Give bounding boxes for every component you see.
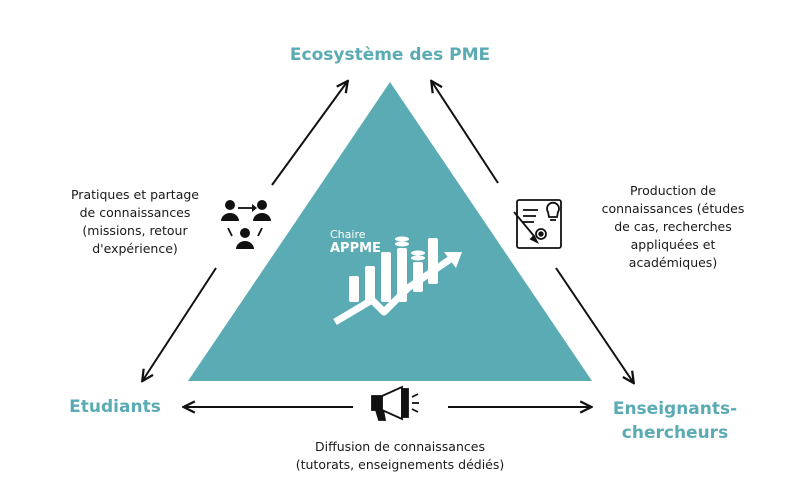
desc-right-line: de cas, recherches <box>614 219 732 234</box>
megaphone-icon <box>371 385 419 421</box>
arrow-right-to-top <box>432 82 499 184</box>
chaire-logo-graphic <box>333 236 462 326</box>
desc-left-line: Pratiques et partage <box>70 187 199 202</box>
arrows <box>143 82 633 407</box>
desc-right-line: appliquées et <box>630 237 716 252</box>
center-triangle <box>188 82 592 381</box>
logo-appme-text: APPME <box>330 241 381 256</box>
desc-right-line: connaissances (études <box>601 201 745 216</box>
node-left: Etudiants <box>69 397 161 417</box>
logo-chaire-text: Chaire <box>330 228 366 241</box>
node-top: Ecosystème des PME <box>289 45 491 65</box>
desc-left-line: (missions, retour <box>82 223 188 238</box>
node-right-line-2: chercheurs <box>621 423 729 443</box>
desc-bottom-line: Diffusion de connaissances <box>315 439 485 454</box>
arrow-left-to-bottom <box>143 267 217 380</box>
node-right: Enseignants- chercheurs <box>600 397 750 445</box>
desc-right-line: académiques) <box>628 255 718 270</box>
desc-right: Production de connaissances (études de c… <box>568 182 778 272</box>
research-document-icon <box>513 199 562 249</box>
desc-left-line: d'expérience) <box>92 241 178 256</box>
desc-right-line: Production de <box>629 183 717 198</box>
node-right-line-1: Enseignants- <box>612 399 738 419</box>
arrow-left-to-top <box>271 82 347 186</box>
people-exchange-icon <box>221 200 271 249</box>
desc-bottom: Diffusion de connaissances (tutorats, en… <box>250 438 550 474</box>
desc-left-line: de connaissances <box>79 205 191 220</box>
arrow-right-to-bottom <box>555 267 633 382</box>
desc-bottom-line: (tutorats, enseignements dédiés) <box>295 457 505 472</box>
desc-left: Pratiques et partage de connaissances (m… <box>40 186 230 258</box>
